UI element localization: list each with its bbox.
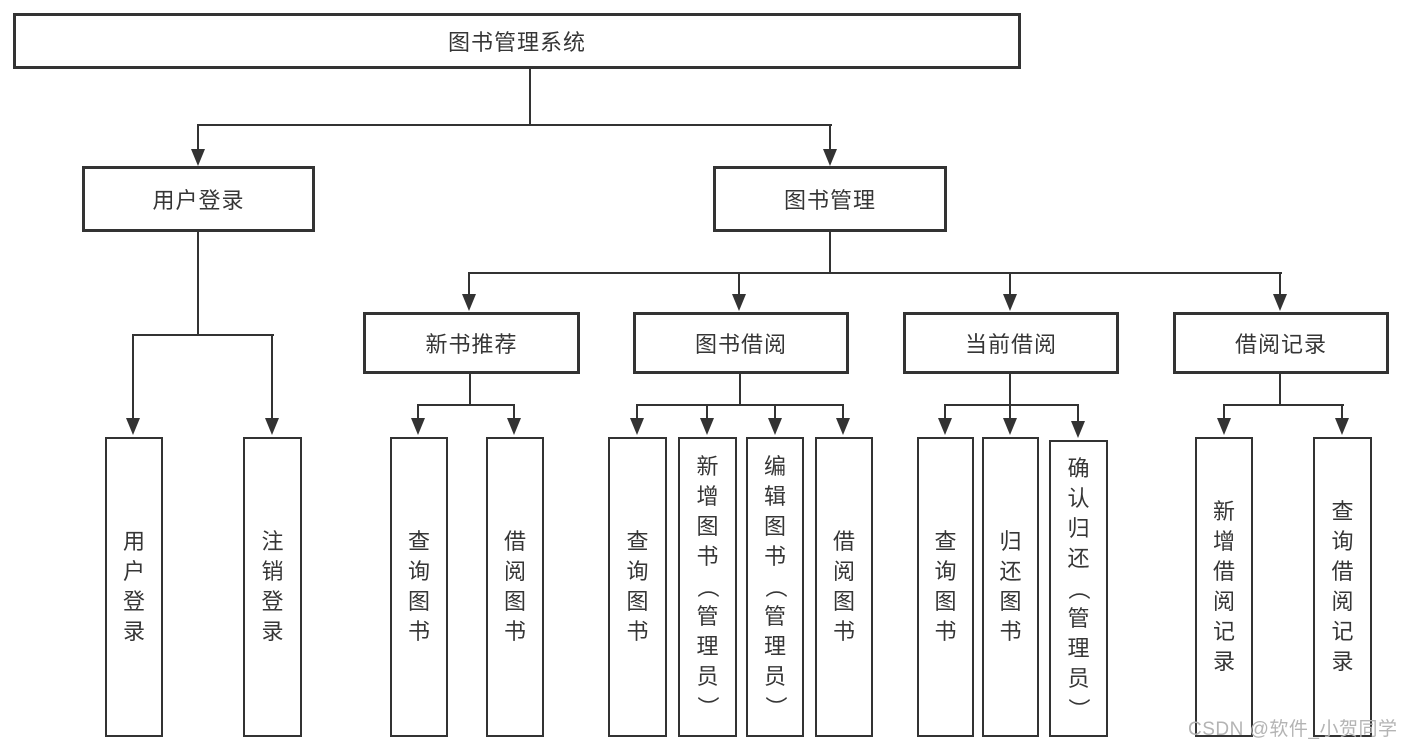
arrow-down-icon xyxy=(836,418,850,435)
connector-line xyxy=(738,272,740,296)
leaf-confirm-return-admin: 确认归还（管理员） xyxy=(1049,440,1108,737)
node-label: 新书推荐 xyxy=(425,332,518,357)
leaf-user-login: 用户登录 xyxy=(105,437,163,737)
connector-line xyxy=(197,124,199,151)
node-label: 图书管理 xyxy=(783,188,876,213)
arrow-down-icon xyxy=(507,418,521,435)
leaf-add-borrow-record: 新增借阅记录 xyxy=(1195,437,1253,737)
connector-line xyxy=(197,231,199,336)
leaf-logout: 注销登录 xyxy=(243,437,302,737)
leaf-add-books-admin: 新增图书（管理员） xyxy=(678,437,737,737)
node-new-book-recommend: 新书推荐 xyxy=(363,312,580,374)
connector-line xyxy=(1279,373,1281,406)
arrow-down-icon xyxy=(1335,418,1349,435)
arrow-down-icon xyxy=(1217,418,1231,435)
connector-line xyxy=(829,231,831,274)
node-label: 借阅记录 xyxy=(1234,332,1327,357)
arrow-down-icon xyxy=(1003,418,1017,435)
connector-line xyxy=(132,334,134,420)
arrow-down-icon xyxy=(126,418,140,435)
connector-line xyxy=(513,404,515,420)
connector-line xyxy=(417,404,515,406)
arrow-down-icon xyxy=(732,294,746,311)
node-label: 图书借阅 xyxy=(694,332,787,357)
connector-line xyxy=(468,272,470,296)
connector-line xyxy=(197,124,832,126)
arrow-down-icon xyxy=(1273,294,1287,311)
connector-line xyxy=(469,373,471,406)
node-current-borrow: 当前借阅 xyxy=(903,312,1119,374)
arrow-down-icon xyxy=(700,418,714,435)
leaf-borrow-books: 借阅图书 xyxy=(815,437,873,737)
connector-line xyxy=(1279,272,1281,296)
connector-line xyxy=(706,404,708,420)
connector-line xyxy=(529,69,531,126)
leaf-query-books: 查询图书 xyxy=(608,437,667,737)
connector-line xyxy=(1009,272,1011,296)
connector-line xyxy=(1223,404,1344,406)
arrow-down-icon xyxy=(938,418,952,435)
connector-line xyxy=(1077,404,1079,423)
arrow-down-icon xyxy=(1071,421,1085,438)
csdn-watermark: CSDN @软件_小贺同学 xyxy=(1188,719,1398,740)
connector-line xyxy=(1009,404,1011,420)
connector-line xyxy=(842,404,844,420)
connector-line xyxy=(271,334,273,420)
node-book-management: 图书管理 xyxy=(713,166,947,232)
connector-line xyxy=(1223,404,1225,420)
node-root: 图书管理系统 xyxy=(13,13,1021,69)
connector-line xyxy=(774,404,776,420)
connector-line xyxy=(829,124,831,151)
arrow-down-icon xyxy=(630,418,644,435)
node-root-label: 图书管理系统 xyxy=(447,30,586,55)
leaf-query-books: 查询图书 xyxy=(917,437,974,737)
connector-line xyxy=(944,404,946,420)
node-book-borrow: 图书借阅 xyxy=(633,312,849,374)
leaf-query-books: 查询图书 xyxy=(390,437,448,737)
arrow-down-icon xyxy=(462,294,476,311)
connector-line xyxy=(417,404,419,420)
connector-line xyxy=(636,404,638,420)
arrow-down-icon xyxy=(411,418,425,435)
node-label: 当前借阅 xyxy=(964,332,1057,357)
node-user-login: 用户登录 xyxy=(82,166,315,232)
arrow-down-icon xyxy=(768,418,782,435)
connector-line xyxy=(468,272,1282,274)
connector-line xyxy=(1341,404,1343,420)
node-label: 用户登录 xyxy=(152,188,245,213)
leaf-borrow-books: 借阅图书 xyxy=(486,437,544,737)
leaf-edit-books-admin: 编辑图书（管理员） xyxy=(746,437,804,737)
connector-line xyxy=(944,404,1079,406)
leaf-query-borrow-record: 查询借阅记录 xyxy=(1313,437,1372,737)
arrow-down-icon xyxy=(265,418,279,435)
connector-line xyxy=(132,334,274,336)
connector-line xyxy=(739,373,741,406)
arrow-down-icon xyxy=(1003,294,1017,311)
arrow-down-icon xyxy=(191,149,205,166)
node-borrow-records: 借阅记录 xyxy=(1173,312,1389,374)
connector-line xyxy=(1009,373,1011,406)
leaf-return-books: 归还图书 xyxy=(982,437,1039,737)
connector-line xyxy=(636,404,844,406)
arrow-down-icon xyxy=(823,149,837,166)
